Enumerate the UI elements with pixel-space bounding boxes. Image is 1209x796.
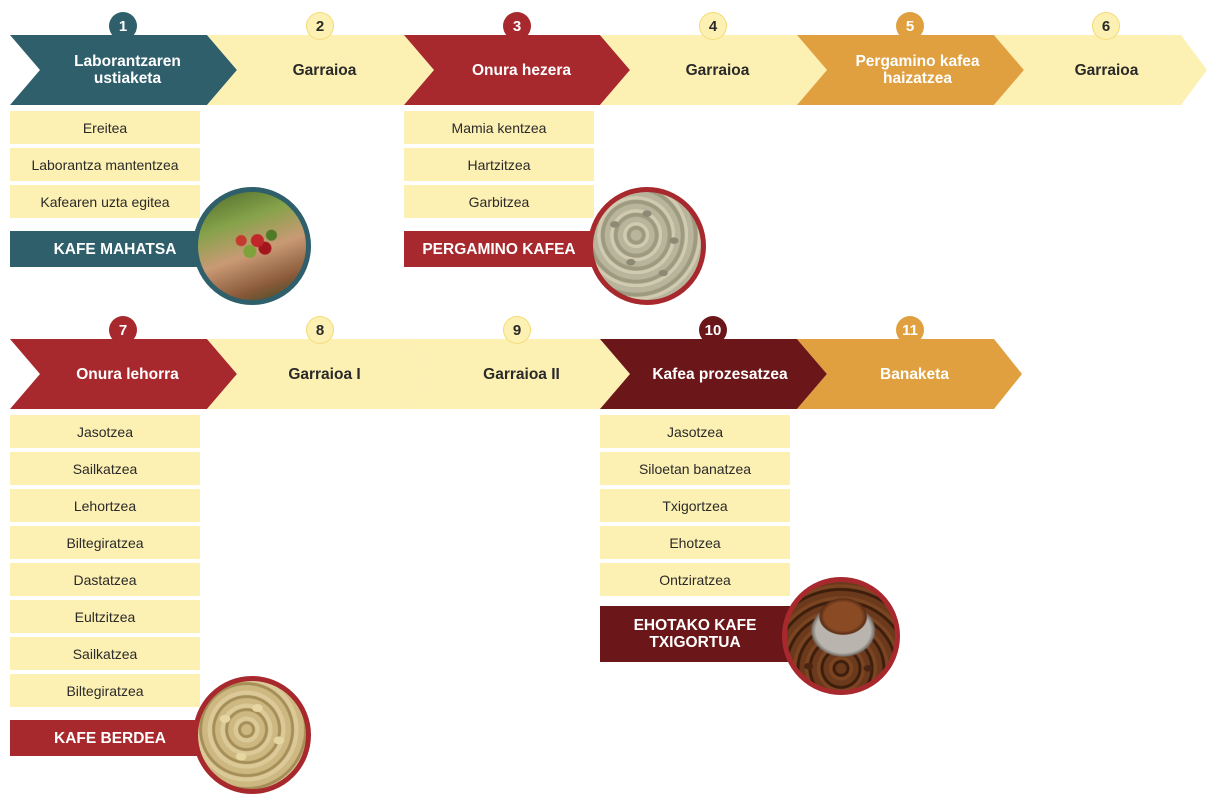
step-6-label: Garraioa: [1074, 61, 1139, 79]
substep-siloetan-banatzea: Siloetan banatzea: [600, 452, 790, 485]
result-kafe-mahatsa: KAFE MAHATSA: [10, 231, 220, 267]
chevron-step-1: [10, 35, 237, 105]
ground-roasted-coffee-photo: [782, 577, 900, 695]
step-10-label: Kafea prozesatzea: [652, 365, 788, 383]
step-9-label: Garraioa II: [483, 365, 560, 383]
step-6-number-badge: 6: [1092, 12, 1120, 40]
step-8-number-badge: 8: [306, 316, 334, 344]
step-1-label: Laborantzaren ustiaketa: [74, 53, 181, 87]
substep-ereitea: Ereitea: [10, 111, 200, 144]
substep-garbitzea: Garbitzea: [404, 185, 594, 218]
substep-sailkatzea-2: Sailkatzea: [10, 637, 200, 670]
step-5-number-badge: 5: [896, 12, 924, 40]
chevron-step-11: [797, 339, 1022, 409]
step-11-number-badge: 11: [896, 316, 924, 344]
substep-ontziratzea: Ontziratzea: [600, 563, 790, 596]
step-4-label: Garraioa: [685, 61, 750, 79]
substep-laborantza-mantentzea: Laborantza mantentzea: [10, 148, 200, 181]
result-kafe-berdea: KAFE BERDEA: [10, 720, 210, 756]
result-ehotako-kafe-txigortua: EHOTAKO KAFE TXIGORTUA: [600, 606, 790, 662]
chevron-step-6: [994, 35, 1207, 105]
step-2-number-badge: 2: [306, 12, 334, 40]
chevron-step-4: [600, 35, 827, 105]
substep-lehortzea: Lehortzea: [10, 489, 200, 522]
chevron-step-7: [10, 339, 237, 409]
substep-ehotzea: Ehotzea: [600, 526, 790, 559]
step-8-label: Garraioa I: [288, 365, 361, 383]
substep-dastatzea: Dastatzea: [10, 563, 200, 596]
substep-biltegiratzea: Biltegiratzea: [10, 526, 200, 559]
parchment-coffee-photo: [588, 187, 706, 305]
step-11-label: Banaketa: [880, 365, 949, 383]
step-7-label: Onura lehorra: [76, 365, 179, 383]
chevron-step-2: [207, 35, 434, 105]
step-5-label: Pergamino kafea haizatzea: [855, 53, 980, 87]
step-10-number-badge: 10: [699, 316, 727, 344]
substep-mamia-kentzea: Mamia kentzea: [404, 111, 594, 144]
chevron-step-9: [404, 339, 630, 409]
substep-uzta-egitea: Kafearen uzta egitea: [10, 185, 200, 218]
green-coffee-photo: [193, 676, 311, 794]
substep-sailkatzea: Sailkatzea: [10, 452, 200, 485]
row1-chevrons: [10, 35, 1207, 105]
step-4-number-badge: 4: [699, 12, 727, 40]
step-3-label: Onura hezera: [471, 61, 572, 79]
substep-hartzitzea: Hartzitzea: [404, 148, 594, 181]
substep-txigortzea: Txigortzea: [600, 489, 790, 522]
step-1-number-badge: 1: [109, 12, 137, 40]
substep-eultzitzea: Eultzitzea: [10, 600, 200, 633]
coffee-cherries-photo: [193, 187, 311, 305]
step-9-number-badge: 9: [503, 316, 531, 344]
result-pergamino-kafea: PERGAMINO KAFEA: [404, 231, 594, 267]
row2-chevrons: [10, 339, 1022, 409]
chevron-step-5: [797, 35, 1024, 105]
substep-biltegiratzea-2: Biltegiratzea: [10, 674, 200, 707]
chevron-step-3: [404, 35, 630, 105]
chevron-step-8: [207, 339, 434, 409]
step-2-label: Garraioa: [292, 61, 357, 79]
step-7-number-badge: 7: [109, 316, 137, 344]
substep-jasotzea: Jasotzea: [10, 415, 200, 448]
chevron-step-10: [600, 339, 827, 409]
step-3-number-badge: 3: [503, 12, 531, 40]
substep-jasotzea-2: Jasotzea: [600, 415, 790, 448]
